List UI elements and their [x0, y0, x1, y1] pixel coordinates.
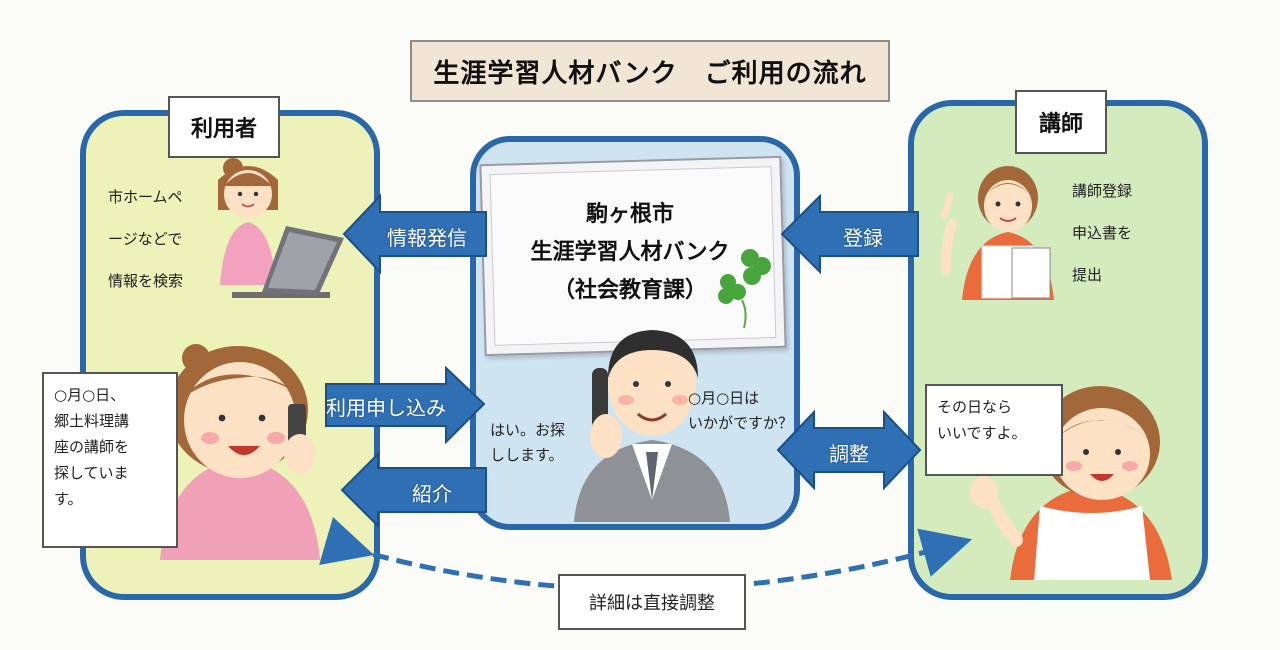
lecturer-waving-illustration: [970, 386, 1172, 580]
info-arrow: [342, 193, 487, 275]
adjust-arrow-label: 調整: [829, 442, 869, 466]
apply-arrow-label: 利用申し込み: [326, 396, 446, 420]
bank-name: 生涯学習人材バンク: [530, 240, 730, 265]
introduce-arrow: [340, 451, 487, 529]
register-text: 講師登録 申込書を 提出: [1072, 182, 1133, 284]
page-title: 生涯学習人材バンク ご利用の流れ: [410, 40, 890, 102]
businessman-illustration: [574, 330, 730, 522]
lecturer-label: 講師: [1015, 90, 1107, 154]
woman-laptop-illustration: [218, 158, 344, 298]
woman-phone-illustration: [160, 344, 320, 560]
register-arrow-label: 登録: [843, 226, 883, 250]
search-text: 市ホームペ ージなどで 情報を検索: [108, 188, 184, 290]
introduce-arrow-label: 紹介: [412, 482, 452, 506]
clover-icon: [718, 249, 771, 329]
bank-card-text: 駒ヶ根市 生涯学習人材バンク （社会教育課）: [490, 196, 770, 310]
bank-reply-text: はい。お探 しします。: [490, 421, 566, 464]
user-speech-bubble: ○月○日、 郷土料理講 座の講師を 探していま す。: [42, 372, 178, 548]
register-arrow: [780, 193, 919, 275]
adjust-arrow: [776, 409, 922, 491]
bank-department: （社会教育課）: [552, 278, 707, 303]
lecturer-pointing-illustration: [940, 166, 1054, 300]
bank-city-name: 駒ヶ根市: [585, 202, 674, 227]
info-arrow-label: 情報発信: [387, 226, 467, 250]
apply-arrow: [325, 365, 486, 445]
lecturer-speech-bubble: その日なら いいですよ。: [925, 384, 1063, 476]
user-label: 利用者: [168, 96, 280, 158]
direct-adjust-note: 詳細は直接調整: [558, 574, 746, 630]
bank-question-text: ○月○日は いかがですか？: [688, 389, 794, 432]
